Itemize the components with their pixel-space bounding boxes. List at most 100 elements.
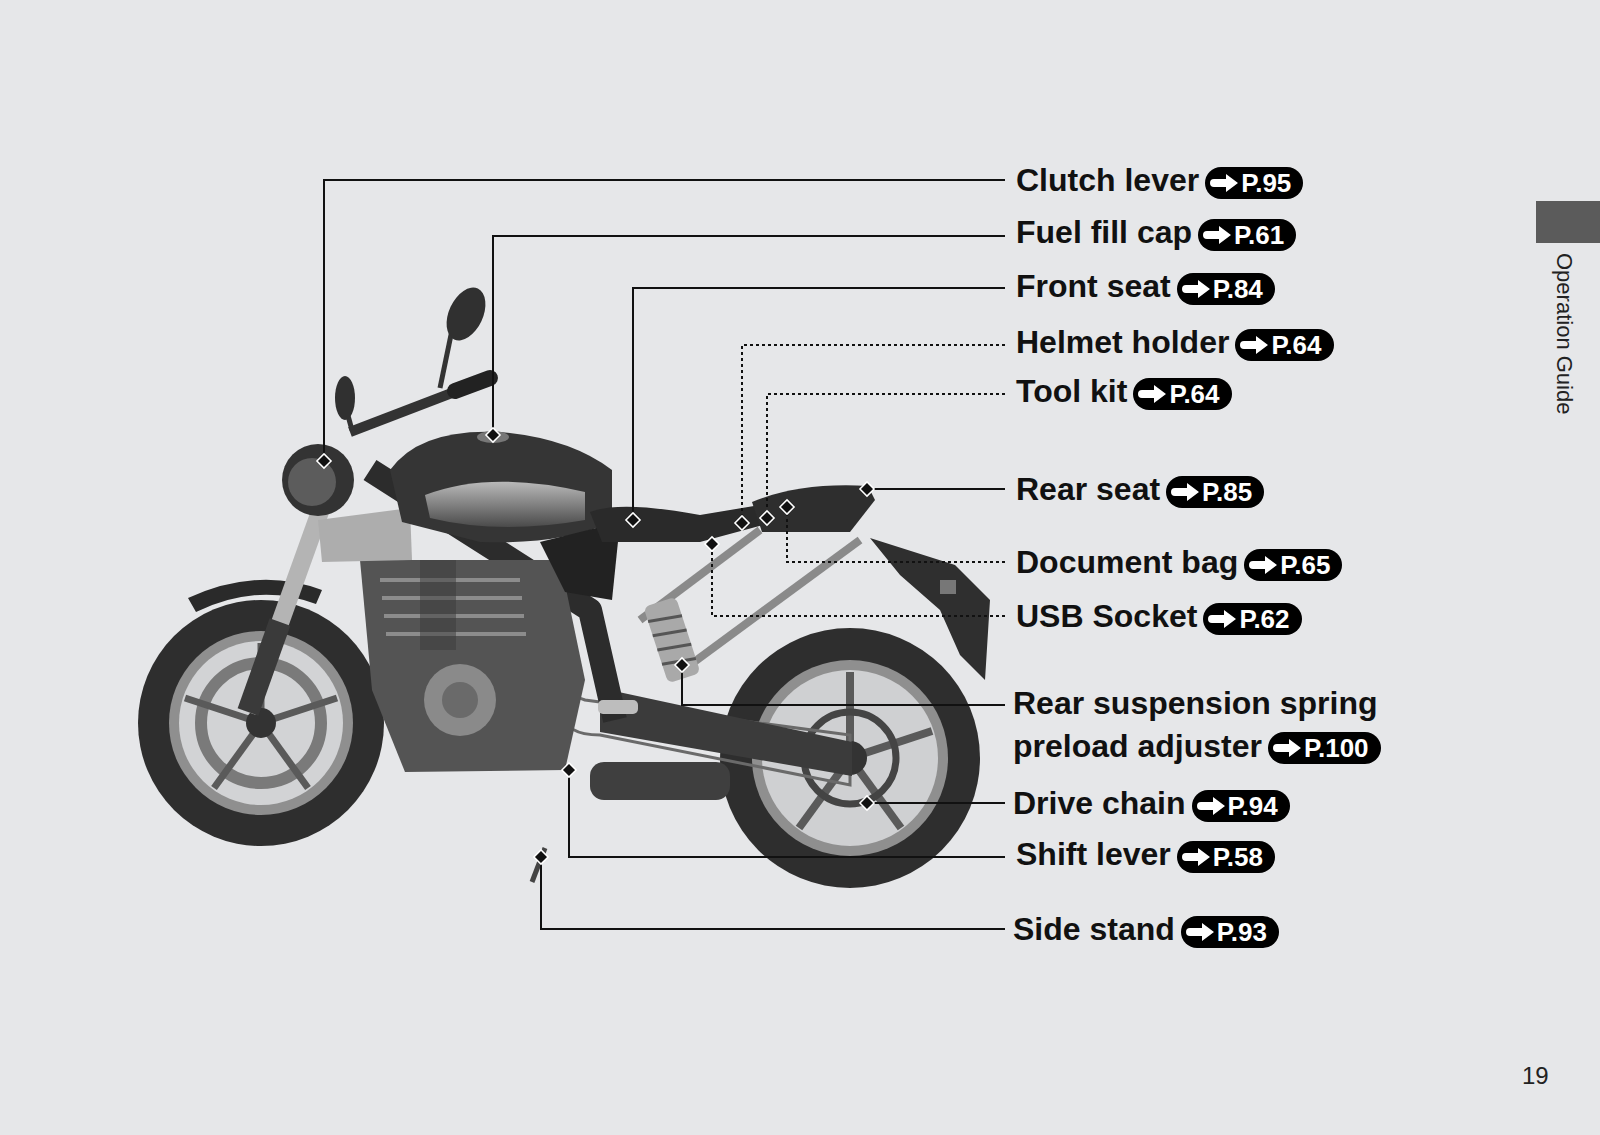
callout-row: Shift lever P.58	[1016, 834, 1275, 874]
page-number-ref: P.93	[1217, 917, 1267, 947]
leader-line	[867, 488, 1005, 490]
fork-leg	[248, 622, 280, 712]
leader-diamond	[675, 658, 689, 672]
motorcycle	[138, 281, 990, 888]
part-name: Document bag	[1016, 544, 1238, 580]
arrow-shape	[1240, 336, 1268, 354]
leader-markers	[317, 428, 874, 864]
leader-line	[324, 180, 1005, 461]
arrow-shape	[1182, 280, 1210, 298]
leader-line	[787, 507, 1005, 562]
clutch-cover	[424, 664, 496, 736]
arrow-shape	[1208, 610, 1236, 628]
arrow-shape	[1203, 226, 1231, 244]
leader-diamond	[735, 516, 749, 530]
arrow-shape	[1138, 385, 1166, 403]
part-name: Front seat	[1016, 268, 1171, 304]
leader-diamond	[534, 850, 548, 864]
page-reference: P.61	[1198, 219, 1296, 251]
leader-diamond	[562, 763, 576, 777]
callout-row: Drive chainP.94	[1013, 783, 1290, 823]
page-reference: P.93	[1181, 916, 1279, 948]
headlight	[282, 444, 354, 516]
leader-line	[767, 394, 1005, 518]
part-name: Fuel fill cap	[1016, 214, 1192, 250]
arrow-shape	[1186, 923, 1214, 941]
leader-line	[742, 345, 1005, 523]
part-name: Helmet holder	[1016, 324, 1229, 360]
page-reference: P.65	[1244, 549, 1342, 581]
page-number-ref: P.58	[1213, 842, 1263, 872]
front-seat-shape	[590, 505, 782, 542]
callout-row: Clutch leverP.95	[1016, 160, 1303, 200]
leader-diamond	[626, 513, 640, 527]
callout-row: Rear seatP.85	[1016, 469, 1264, 509]
page-reference: P.85	[1166, 476, 1264, 508]
arrow-shape	[1210, 174, 1238, 192]
page-reference: P.64	[1133, 378, 1231, 410]
page-reference: P.84	[1177, 273, 1275, 305]
callout-row: Side stand P.93	[1013, 909, 1279, 949]
leader-line	[712, 544, 1005, 616]
arrow-icon	[1203, 224, 1233, 246]
arrow-icon	[1182, 278, 1212, 300]
callout-row: USB SocketP.62	[1016, 596, 1302, 636]
page-reference: P.58	[1177, 841, 1275, 873]
arrow-icon	[1171, 481, 1201, 503]
page-reference: P.62	[1203, 603, 1301, 635]
fuel-tank	[390, 432, 612, 543]
leader-line	[867, 802, 1005, 804]
page-reference: P.95	[1205, 167, 1303, 199]
leader-line	[682, 665, 1005, 705]
callout-row: Tool kit P.64	[1016, 371, 1232, 411]
arrow-icon	[1210, 172, 1240, 194]
muffler	[590, 762, 730, 800]
leader-diamond	[760, 511, 774, 525]
section-title: Operation Guide	[1553, 253, 1575, 414]
leader-diamond	[317, 454, 331, 468]
part-name: Clutch lever	[1016, 162, 1199, 198]
mirror	[439, 281, 493, 346]
indicator	[940, 580, 956, 594]
part-name: Shift lever	[1016, 836, 1171, 872]
leader-diamond	[486, 428, 500, 442]
callout-row: Fuel fill cap P.61	[1016, 212, 1296, 252]
callout-row: Document bag P.65	[1016, 542, 1342, 582]
page-number-ref: P.62	[1239, 604, 1289, 634]
page-reference: P.64	[1235, 329, 1333, 361]
part-name: Tool kit	[1016, 373, 1127, 409]
callout-row: Rear suspension spring preload adjusterP…	[1013, 682, 1433, 768]
leader-line	[493, 236, 1005, 435]
front-tyre	[138, 600, 384, 846]
page-number-ref: P.65	[1280, 550, 1330, 580]
radiator-shroud	[318, 508, 412, 562]
leader-diamond	[860, 796, 874, 810]
arrow-icon	[1197, 795, 1227, 817]
page-number: 19	[1522, 1064, 1549, 1088]
mirror-stalk	[440, 330, 452, 388]
page-number-ref: P.64	[1271, 330, 1321, 360]
mirror-left	[335, 376, 355, 420]
leader-diamond	[860, 482, 874, 496]
clutch-cover-center	[442, 682, 478, 718]
arrow-icon	[1240, 334, 1270, 356]
page-number-ref: P.84	[1213, 274, 1263, 304]
engine	[360, 560, 585, 772]
callout-row: Helmet holder P.64	[1016, 322, 1334, 362]
arrow-shape	[1273, 739, 1301, 757]
arrow-icon	[1182, 846, 1212, 868]
footpeg	[598, 700, 638, 714]
page-reference: P.100	[1268, 732, 1381, 764]
grip	[455, 378, 490, 391]
arrow-shape	[1171, 483, 1199, 501]
arrow-shape	[1197, 797, 1225, 815]
part-name: Side stand	[1013, 911, 1175, 947]
page-number-ref: P.64	[1169, 379, 1219, 409]
page-number-ref: P.85	[1202, 477, 1252, 507]
arrow-icon	[1186, 921, 1216, 943]
page-number-ref: P.61	[1234, 220, 1284, 250]
rear-shock	[643, 597, 700, 684]
leader-lines	[324, 180, 1005, 929]
tank-highlight	[425, 482, 585, 527]
